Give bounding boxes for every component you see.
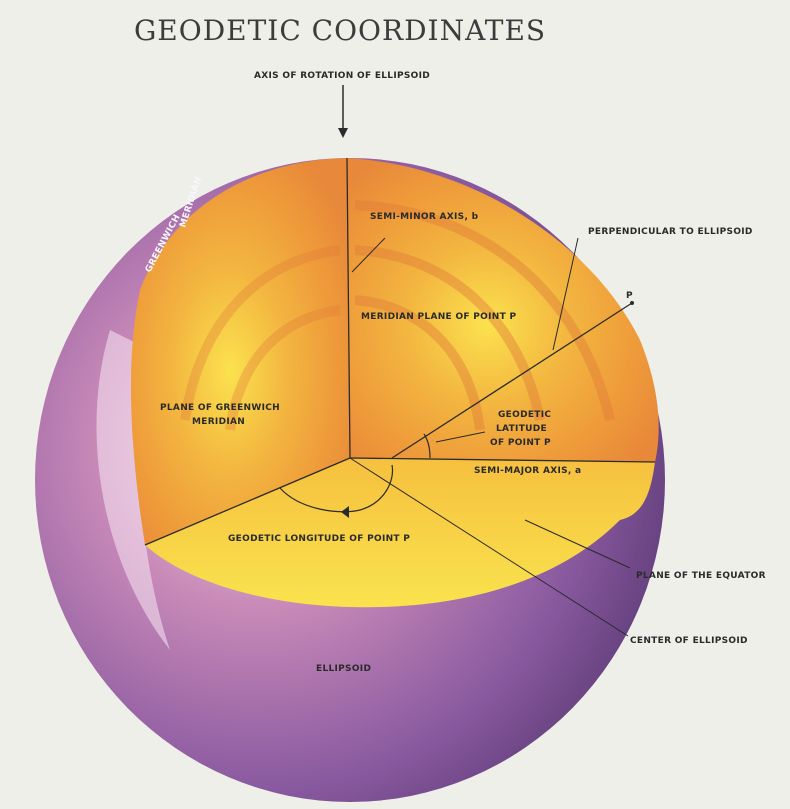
- label-perpendicular: PERPENDICULAR TO ELLIPSOID: [588, 227, 753, 237]
- point-p-marker: [630, 301, 634, 305]
- label-center: CENTER OF ELLIPSOID: [630, 636, 748, 646]
- label-plane-greenwich-2: MERIDIAN: [192, 417, 245, 427]
- label-geodetic-latitude-3: OF POINT P: [490, 438, 551, 448]
- label-semi-minor: SEMI-MINOR AXIS, b: [370, 212, 479, 222]
- label-ellipsoid: ELLIPSOID: [316, 664, 371, 674]
- label-geodetic-longitude: GEODETIC LONGITUDE OF POINT P: [228, 534, 410, 544]
- label-plane-equator: PLANE OF THE EQUATOR: [636, 571, 766, 581]
- label-geodetic-latitude-2: LATITUDE: [496, 424, 547, 434]
- label-axis-rotation: AXIS OF ROTATION OF ELLIPSOID: [254, 71, 430, 81]
- label-semi-major: SEMI-MAJOR AXIS, a: [474, 466, 581, 476]
- label-meridian-plane: MERIDIAN PLANE OF POINT P: [361, 312, 516, 322]
- label-geodetic-latitude-1: GEODETIC: [498, 410, 551, 420]
- label-point-p: P: [626, 291, 633, 301]
- axis-arrowhead: [338, 128, 348, 138]
- label-plane-greenwich-1: PLANE OF GREENWICH: [160, 403, 280, 413]
